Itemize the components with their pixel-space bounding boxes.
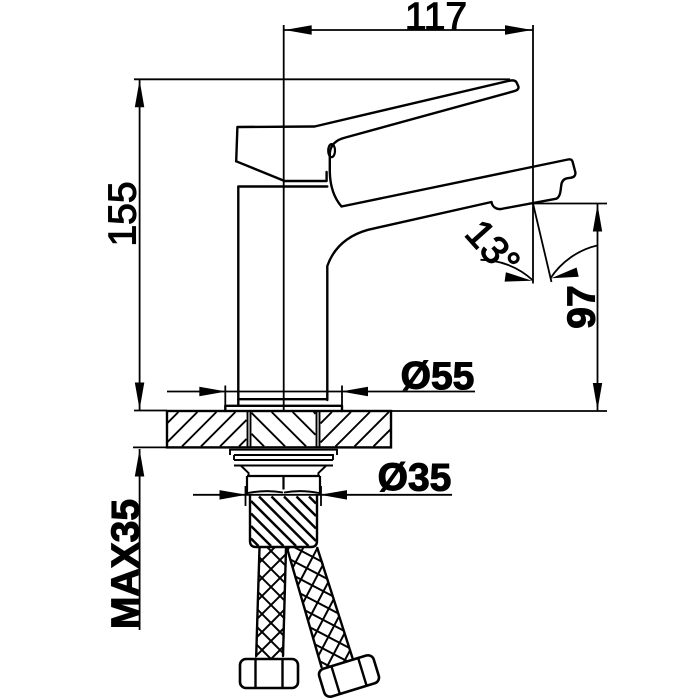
svg-text:Ø35: Ø35 — [378, 457, 452, 500]
svg-text:97: 97 — [560, 285, 603, 328]
svg-text:MAX35: MAX35 — [104, 499, 147, 629]
svg-text:117: 117 — [405, 0, 467, 39]
svg-text:155: 155 — [102, 181, 145, 246]
svg-text:Ø55: Ø55 — [401, 355, 475, 398]
